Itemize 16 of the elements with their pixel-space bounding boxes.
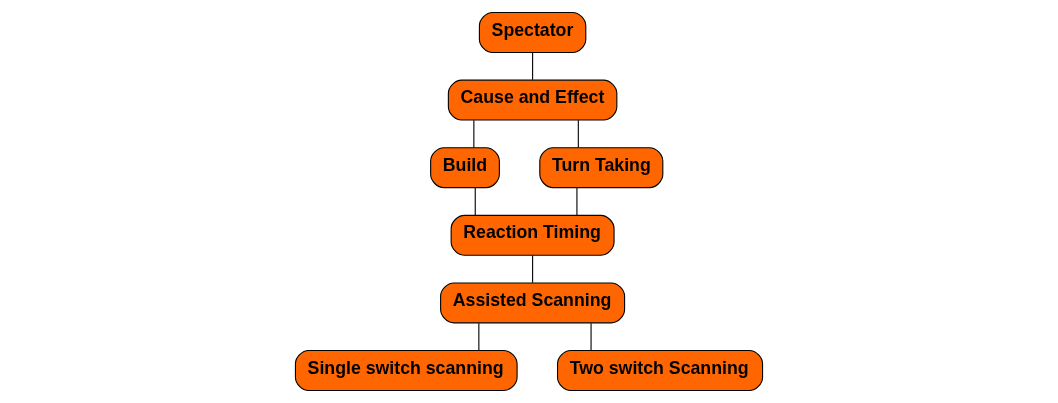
- node-box: Cause and Effect: [447, 79, 618, 121]
- connector: [532, 255, 534, 284]
- node-box: Assisted Scanning: [440, 282, 626, 324]
- connector: [474, 187, 476, 216]
- connector: [473, 119, 475, 148]
- connector: [590, 322, 592, 351]
- connector: [576, 187, 578, 216]
- node-box: Two switch Scanning: [557, 350, 764, 391]
- node-box: Turn Taking: [539, 147, 664, 189]
- node-box: Build: [430, 147, 500, 189]
- node-box: Spectator: [478, 12, 587, 53]
- node-box: Single switch scanning: [294, 350, 518, 391]
- connector: [532, 52, 534, 81]
- connector: [478, 322, 480, 351]
- connector: [577, 119, 579, 148]
- node-box: Reaction Timing: [450, 214, 615, 256]
